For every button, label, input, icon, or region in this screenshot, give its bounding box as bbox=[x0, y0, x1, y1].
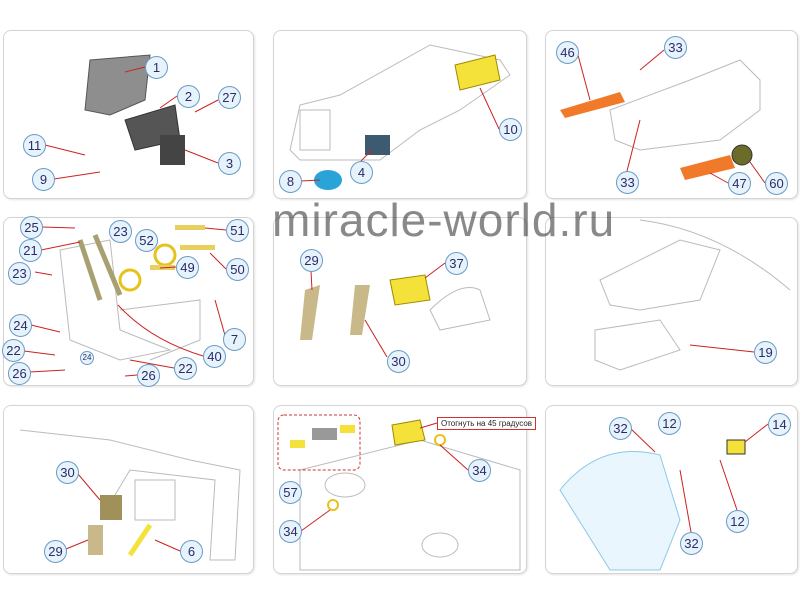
callout-37: 37 bbox=[445, 252, 468, 275]
callout-33: 33 bbox=[664, 36, 687, 59]
callout-25: 25 bbox=[20, 216, 43, 239]
callout-46: 46 bbox=[556, 41, 579, 64]
callout-22: 22 bbox=[174, 357, 197, 380]
watermark: miracle-world.ru bbox=[272, 194, 616, 246]
callout-34: 34 bbox=[468, 459, 491, 482]
callout-32: 32 bbox=[609, 417, 632, 440]
callout-26: 26 bbox=[8, 362, 31, 385]
callout-27: 27 bbox=[218, 86, 241, 109]
callout-29: 29 bbox=[300, 249, 323, 272]
callout-29: 29 bbox=[44, 540, 67, 563]
callout-24-small: 24 bbox=[80, 351, 94, 365]
callout-57: 57 bbox=[279, 481, 302, 504]
callout-60: 60 bbox=[765, 172, 788, 195]
callout-49: 49 bbox=[176, 256, 199, 279]
callout-21: 21 bbox=[19, 239, 42, 262]
callout-1: 1 bbox=[145, 56, 168, 79]
callout-12: 12 bbox=[658, 412, 681, 435]
callout-33: 33 bbox=[616, 171, 639, 194]
callout-52: 52 bbox=[135, 229, 158, 252]
callout-9: 9 bbox=[32, 168, 55, 191]
callout-19: 19 bbox=[754, 341, 777, 364]
callout-6: 6 bbox=[180, 540, 203, 563]
callout-23: 23 bbox=[8, 262, 31, 285]
callout-12: 12 bbox=[726, 510, 749, 533]
callout-47: 47 bbox=[728, 172, 751, 195]
callout-2: 2 bbox=[177, 85, 200, 108]
callout-7: 7 bbox=[223, 328, 246, 351]
callout-23: 23 bbox=[109, 220, 132, 243]
callout-51: 51 bbox=[226, 219, 249, 242]
callout-24: 24 bbox=[9, 314, 32, 337]
callout-4: 4 bbox=[350, 161, 373, 184]
callout-3: 3 bbox=[218, 152, 241, 175]
callout-11: 11 bbox=[23, 134, 46, 157]
callout-14: 14 bbox=[768, 413, 791, 436]
callout-10: 10 bbox=[499, 118, 522, 141]
callout-26: 26 bbox=[137, 364, 160, 387]
callout-32: 32 bbox=[680, 532, 703, 555]
callout-30: 30 bbox=[56, 461, 79, 484]
callout-30: 30 bbox=[387, 350, 410, 373]
callout-8: 8 bbox=[279, 170, 302, 193]
bend-instruction-note: Отогнуть на 45 градусов bbox=[437, 417, 537, 430]
callout-50: 50 bbox=[226, 258, 249, 281]
callout-22: 22 bbox=[2, 339, 25, 362]
callout-34: 34 bbox=[279, 520, 302, 543]
callout-40: 40 bbox=[203, 345, 226, 368]
